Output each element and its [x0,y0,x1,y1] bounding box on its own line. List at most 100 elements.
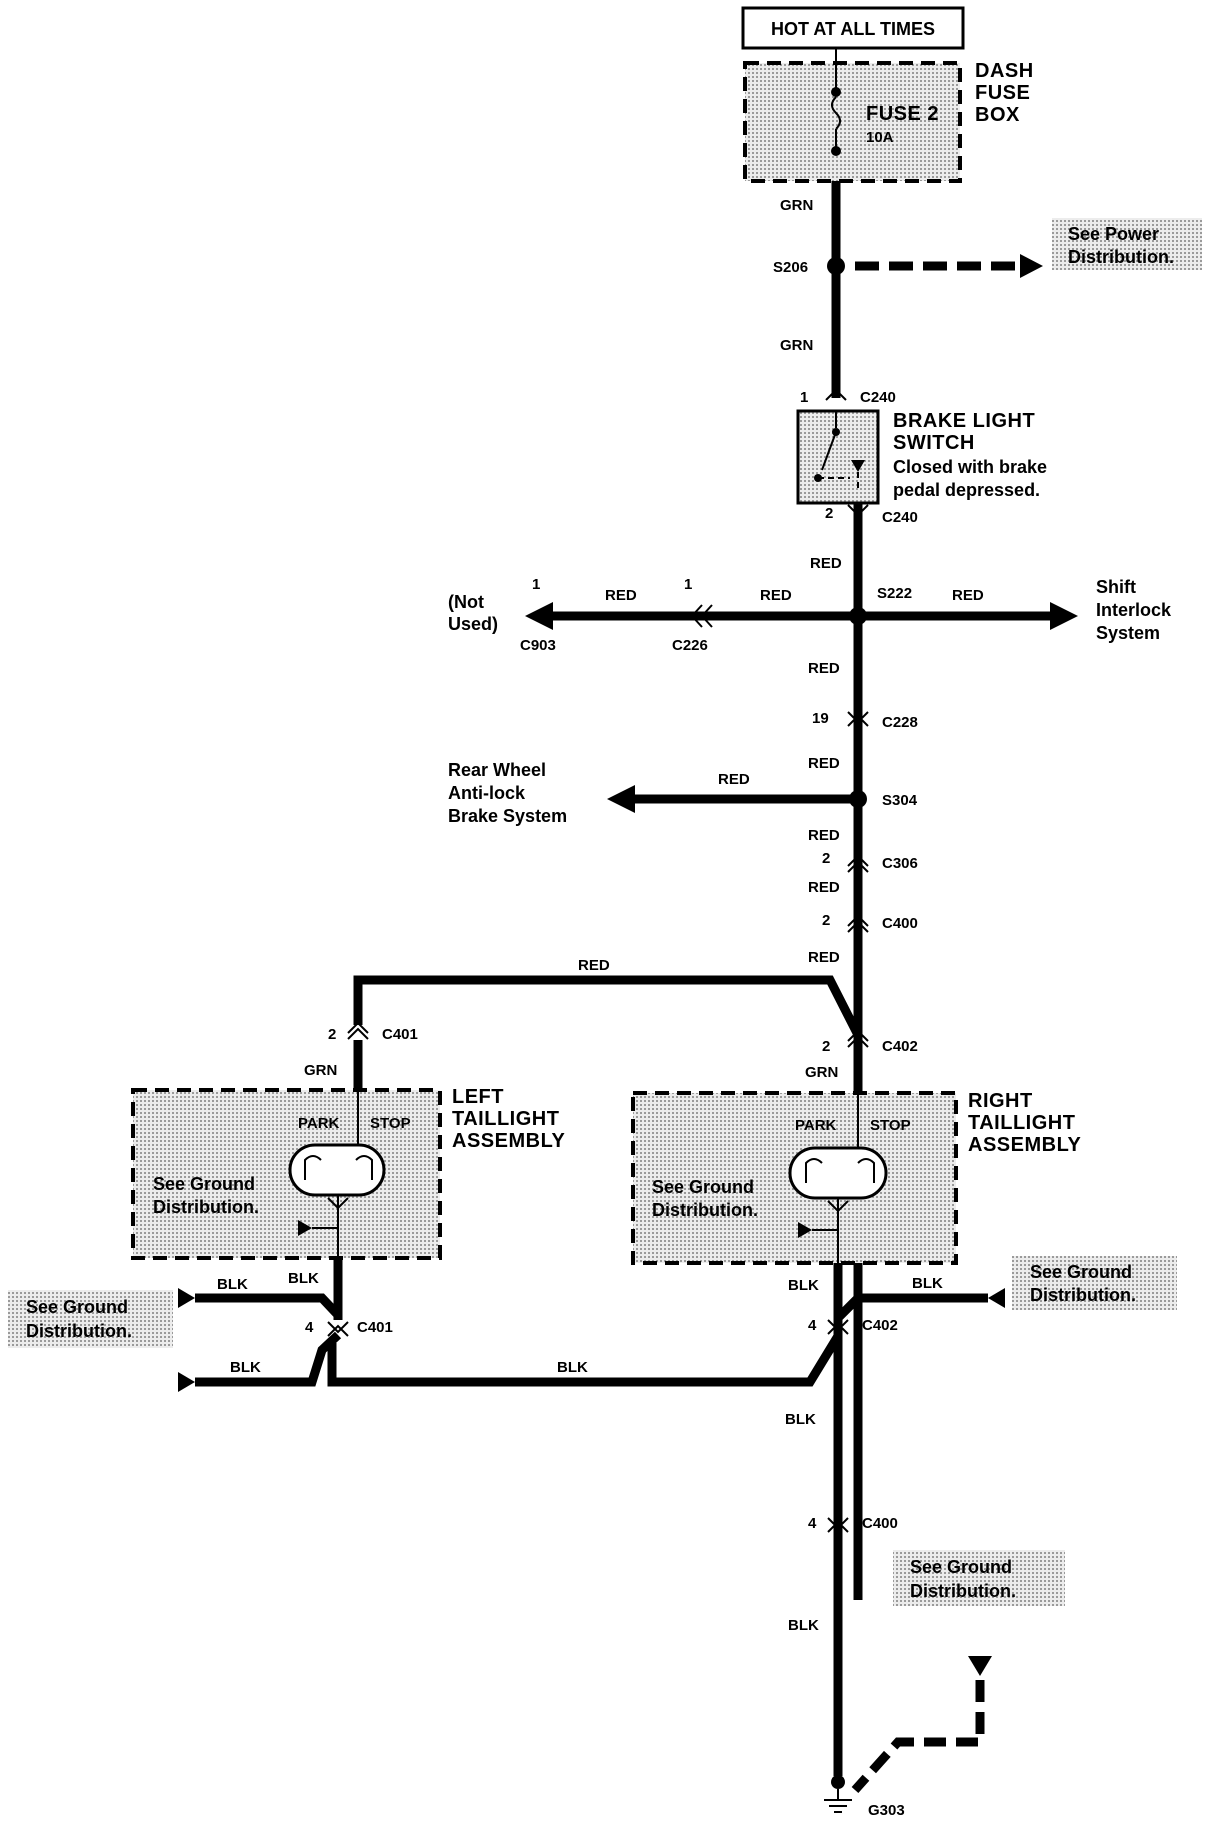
ground-arrow-icon [798,1222,812,1238]
fuse-box-label-1: DASH [975,60,1034,82]
c401-label-bottom: C401 [357,1319,393,1336]
rear-abs-line-3: Brake System [448,806,567,826]
wire-label-red-4: RED [808,827,840,844]
right-taillight-line-1: RIGHT [968,1090,1033,1112]
shift-interlock-line-1: Shift [1096,577,1136,597]
c401-pin-2: 2 [328,1026,336,1043]
wire-label-blk-right-2: BLK [785,1411,816,1428]
ground-arrow-icon [968,1656,992,1676]
wire-blk-cross [327,1333,842,1387]
c402-label-bottom: C402 [862,1317,898,1334]
rear-abs-line-1: Rear Wheel [448,760,546,780]
ground-point-g303 [831,1775,845,1789]
brake-switch-title-2: SWITCH [893,432,975,454]
c400-label-bottom: C400 [862,1515,898,1532]
fuse-name: FUSE 2 [866,103,939,125]
left-park-label: PARK [298,1115,340,1132]
c400-pin-4: 4 [808,1515,817,1532]
c228-connector-icon [847,711,869,727]
rear-abs-line-2: Anti-lock [448,783,526,803]
left-taillight-line-2: TAILLIGHT [452,1108,559,1130]
c400-label-top: C400 [882,915,918,932]
fuse-rating: 10A [866,129,894,146]
right-ground-ref-line-2: Distribution. [652,1200,758,1220]
wire-label-grn-left: GRN [304,1062,337,1079]
hot-at-all-times-box [741,6,965,50]
bottom-ground-ref [893,1550,1065,1606]
wire-label-red-shift: RED [952,587,984,604]
c903-pin-1: 1 [532,576,540,593]
wire-label-red-c226: RED [760,587,792,604]
ground-label-g303: G303 [868,1802,905,1819]
power-ref-line-1: See Power [1068,224,1159,244]
left-taillight-line-3: ASSEMBLY [452,1130,565,1152]
not-used-line-1: (Not [448,592,484,612]
c306-pin-2: 2 [822,850,830,867]
c401-connector-icon-bottom [327,1321,349,1337]
right-park-label: PARK [795,1117,837,1134]
wire-label-red-2: RED [808,660,840,677]
c400-connector-icon-bottom [827,1517,849,1533]
arrow-icon [525,602,553,630]
c228-label: C228 [882,714,918,731]
brake-light-switch [796,409,880,505]
ground-arrow-icon [298,1220,312,1236]
left-taillight-line-1: LEFT [452,1086,504,1108]
right-bulb-icon [788,1146,888,1200]
arrow-icon [607,785,635,813]
ground-arrow-icon [178,1372,195,1392]
right-outer-ground-line-1: See Ground [1030,1262,1132,1282]
c306-label: C306 [882,855,918,872]
wire-label-blk-right-top: BLK [788,1277,819,1294]
fuse-box-label-3: BOX [975,104,1020,126]
wire-label-blk-cross: BLK [557,1359,588,1376]
left-outer-ground-line-2: Distribution. [26,1321,132,1341]
c402-label-top: C402 [882,1038,918,1055]
wire-label-red-1: RED [810,555,842,572]
wire-label-red-5: RED [808,879,840,896]
wire-blk-left-ground-2 [195,1331,342,1387]
c240-label-top: C240 [860,389,896,406]
c402-pin-4: 4 [808,1317,817,1334]
brake-switch-note-1: Closed with brake [893,457,1047,477]
wire-label-blk-left-2: BLK [230,1359,261,1376]
power-ref-line-2: Distribution. [1068,247,1174,267]
c401-pin-4: 4 [305,1319,314,1336]
c400-pin-2: 2 [822,912,830,929]
left-taillight-assembly [131,1088,442,1260]
c226-pin-1: 1 [684,576,692,593]
c402-connector-icon-top [847,1029,869,1048]
brake-switch-note-2: pedal depressed. [893,480,1040,500]
splice-label-s222: S222 [877,585,912,602]
c400-connector-icon-top [847,914,869,933]
hot-at-all-times-label: HOT AT ALL TIMES [771,19,935,39]
wire-label-blk-right-3: BLK [788,1617,819,1634]
c240-label-bottom: C240 [882,509,918,526]
not-used-line-2: Used) [448,614,498,634]
right-stop-label: STOP [870,1117,911,1134]
wire-label-blk-left-top: BLK [288,1270,319,1287]
c401-connector-icon-top [347,1021,369,1040]
bottom-ground-ref-line-1: See Ground [910,1557,1012,1577]
splice-label-s304: S304 [882,792,918,809]
left-stop-label: STOP [370,1115,411,1132]
c228-pin-19: 19 [812,710,829,727]
wire-label-grn-2: GRN [780,337,813,354]
wire-label-red-6: RED [808,949,840,966]
c401-label-top: C401 [382,1026,418,1043]
c240-pin-1: 1 [800,389,808,406]
brake-switch-title-1: BRAKE LIGHT [893,410,1035,432]
splice-s206 [827,257,845,275]
wire-label-red-left: RED [578,957,610,974]
ground-arrow-icon [178,1288,195,1308]
right-ground-ref-line-1: See Ground [652,1177,754,1197]
right-outer-ground-line-2: Distribution. [1030,1285,1136,1305]
right-outer-ground-ref [1012,1256,1177,1310]
c240-pin-2: 2 [825,505,833,522]
c226-connector-icon [690,604,713,628]
dash-fuse-box [743,61,962,183]
right-taillight-line-3: ASSEMBLY [968,1134,1081,1156]
fuse-icon [831,96,841,130]
left-ground-ref-line-1: See Ground [153,1174,255,1194]
